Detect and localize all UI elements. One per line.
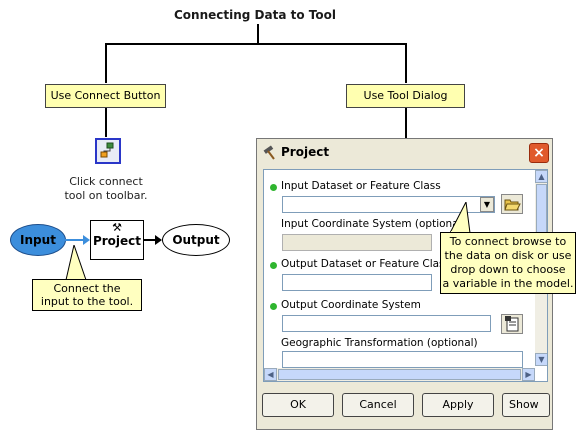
input-to-tool-arrow: [65, 235, 90, 245]
trunk-line: [257, 24, 259, 44]
hscroll-thumb[interactable]: [278, 369, 521, 380]
connect-tool-button[interactable]: [95, 138, 121, 164]
input-node: Input: [10, 224, 66, 256]
browse-callout: To connect browse to the data on disk or…: [440, 232, 576, 294]
coordinate-system-properties-button[interactable]: [501, 314, 523, 334]
apply-button[interactable]: Apply: [422, 393, 494, 417]
horizontal-scrollbar[interactable]: ◀ ▶: [264, 368, 535, 381]
diagram-title: Connecting Data to Tool: [174, 8, 336, 22]
hammer-icon: ⚒: [112, 221, 122, 234]
close-button[interactable]: ×: [529, 143, 549, 163]
scroll-up-icon[interactable]: ▲: [535, 170, 547, 183]
input-coordsys-field: [282, 234, 432, 251]
param-input-coordsys-label: Input Coordinate System (optional): [281, 218, 466, 230]
param-output-coordsys-label: Output Coordinate System: [281, 299, 421, 311]
required-dot-icon: [270, 184, 277, 191]
branch-horizontal-line: [105, 43, 407, 45]
input-dataset-combobox[interactable]: [282, 196, 495, 213]
required-dot-icon: [270, 303, 277, 310]
show-help-button[interactable]: Show: [502, 393, 550, 417]
output-coordsys-field[interactable]: [282, 315, 491, 332]
scroll-down-icon[interactable]: ▼: [535, 353, 547, 366]
output-node: Output: [162, 224, 230, 256]
use-tool-dialog-label: Use Tool Dialog: [346, 84, 465, 108]
tool-to-output-arrow: [144, 235, 162, 245]
chevron-down-icon[interactable]: ▼: [480, 197, 494, 212]
open-folder-icon: [504, 199, 521, 211]
scroll-left-icon[interactable]: ◀: [264, 368, 277, 381]
param-input-dataset-label: Input Dataset or Feature Class: [281, 180, 441, 192]
browse-callout-line-1: To connect browse to: [449, 235, 567, 248]
ok-button[interactable]: OK: [262, 393, 334, 417]
dialog-title: Project: [281, 145, 330, 159]
browse-callout-line-4: a variable in the model.: [442, 277, 574, 290]
connect-callout-pointer: [65, 245, 87, 281]
connect-caption: Click connect tool on toolbar.: [50, 175, 162, 203]
hammer-icon: [263, 145, 275, 160]
output-dataset-field[interactable]: [282, 274, 432, 291]
project-tool-node: ⚒ Project: [90, 220, 144, 260]
scroll-right-icon[interactable]: ▶: [522, 368, 535, 381]
left-stem-line: [105, 107, 107, 137]
required-dot-icon: [270, 262, 277, 269]
parameters-panel[interactable]: Input Dataset or Feature Class ▼ Input C…: [263, 169, 548, 382]
project-tool-label: Project: [92, 234, 142, 248]
connect-icon: [100, 142, 114, 158]
use-connect-button-label: Use Connect Button: [45, 84, 166, 108]
browse-callout-pointer: [449, 202, 471, 234]
left-branch-line: [105, 43, 107, 83]
vertical-scrollbar[interactable]: ▲ ▼: [535, 170, 547, 366]
param-geo-transform-label: Geographic Transformation (optional): [281, 337, 478, 349]
connect-callout-line-1: Connect the: [53, 282, 121, 295]
dialog-titlebar[interactable]: Project ×: [257, 139, 552, 167]
connect-caption-line-1: Click connect: [69, 175, 143, 188]
param-output-dataset-label: Output Dataset or Feature Class: [281, 258, 450, 270]
right-stem-line: [405, 107, 407, 138]
connect-callout-line-2: input to the tool.: [40, 295, 134, 308]
properties-icon: [505, 316, 519, 332]
browse-callout-line-2: the data on disk or use: [444, 249, 572, 262]
right-branch-line: [405, 43, 407, 83]
browse-folder-button[interactable]: [501, 194, 523, 214]
geo-transform-field[interactable]: [282, 351, 523, 368]
browse-callout-line-3: drop down to choose: [450, 263, 566, 276]
connect-caption-line-2: tool on toolbar.: [64, 189, 148, 202]
cancel-button[interactable]: Cancel: [342, 393, 414, 417]
connect-callout: Connect the input to the tool.: [32, 279, 142, 311]
